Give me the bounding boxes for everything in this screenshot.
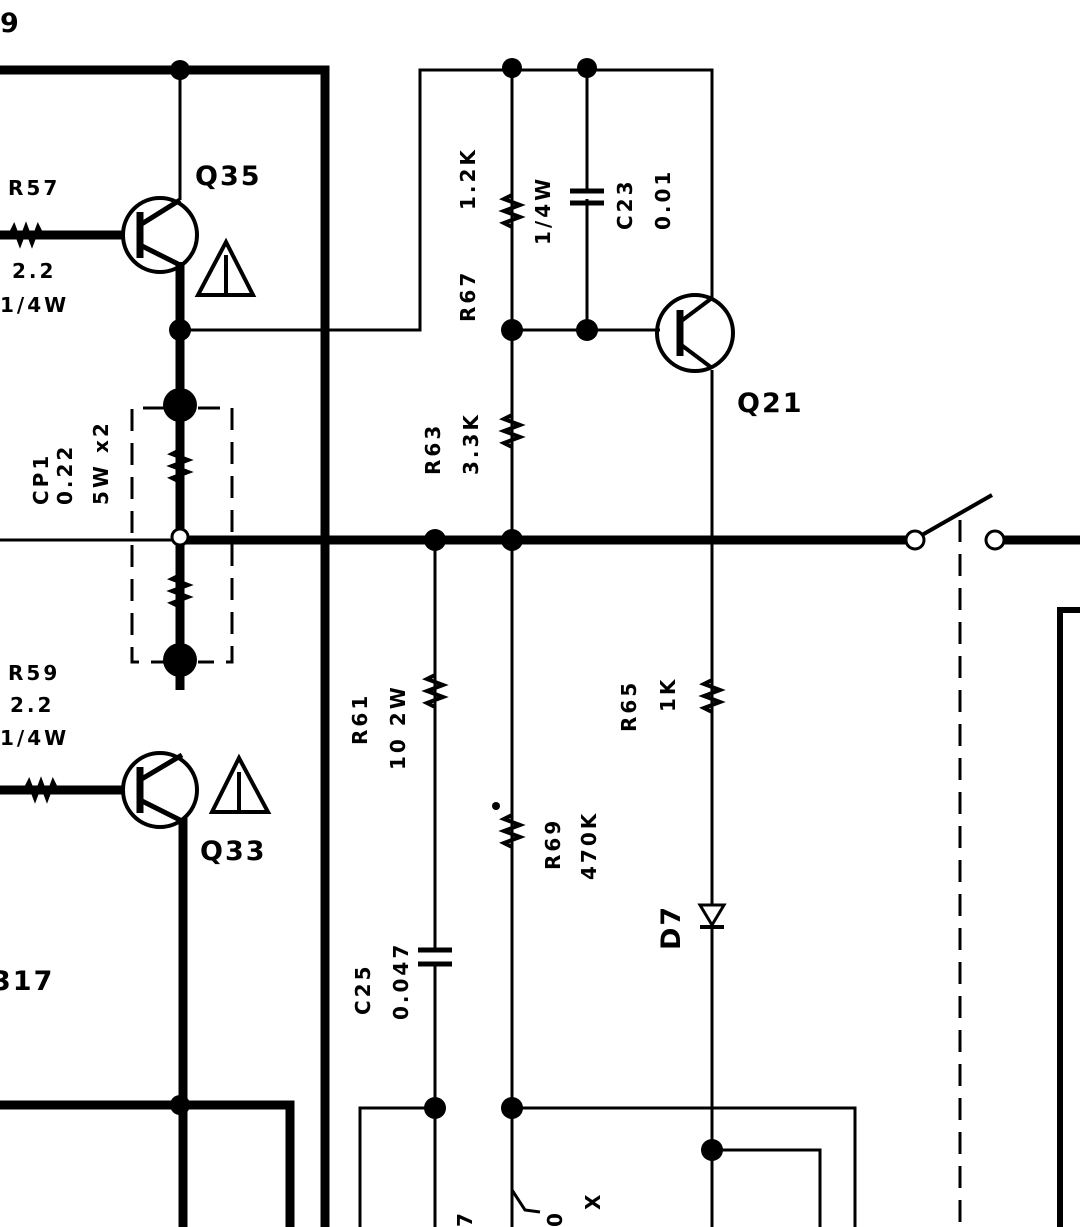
cp1-rating: 5W x2 [89,420,113,505]
r63-ref: R63 [421,423,445,475]
junction-dots [163,58,723,1161]
r67-rating: 1/4W [531,176,555,245]
r61-ref: R61 [348,693,372,745]
resistor-icons [8,193,726,849]
capacitor-c23-icon [570,188,604,206]
marker-dot [492,802,500,810]
resistor-cp1b-icon [166,573,194,609]
r57-rating: 1/4W [0,293,69,317]
c25-ref: C25 [351,963,375,1015]
r69-ref: R69 [541,818,565,870]
q33-ref: Q33 [200,836,267,867]
partial-label-x: X [581,1192,605,1210]
r67-ref: R67 [456,270,480,322]
sheet-marker: 9 [0,8,21,39]
r57-value: 2.2 [12,259,56,283]
partial-label-7: 7 [453,1210,477,1227]
caution-triangle-icon [208,753,272,814]
r61-value: 10 2W [386,684,410,770]
node-open [170,527,190,547]
r65-value: 1K [656,677,680,712]
resistor-r57-icon [8,221,44,249]
r59-value: 2.2 [10,693,54,717]
q35-ref: Q35 [195,161,262,192]
resistor-r69-icon [498,813,526,849]
transistor-q35-icon [121,196,199,274]
resistor-r67-icon [498,193,526,229]
diode-d7-icon [697,903,727,929]
capacitor-c25-icon [418,947,452,967]
caution-triangle-icon [194,237,257,297]
cp1-enclosure [130,406,234,664]
resistor-r65-icon [698,678,726,714]
switch-icon [904,493,1006,551]
r69-value: 470K [577,811,601,880]
r59-ref: R59 [8,661,60,685]
resistor-cp1a-icon [166,448,194,484]
r59-rating: 1/4W [0,726,69,750]
c23-value: 0.01 [651,169,675,230]
r67-value: 1.2K [456,147,480,210]
d7-ref: D7 [656,905,687,950]
transistor-q21-icon [655,293,735,373]
cp1-value: 0.22 [53,444,77,505]
resistor-r59-icon [23,776,59,804]
r57-ref: R57 [8,176,60,200]
cp1-ref: CP1 [29,453,53,505]
r65-ref: R65 [617,680,641,732]
c23-ref: C23 [613,178,637,230]
transistor-q33-icon [121,751,199,829]
c25-value: 0.047 [389,942,413,1020]
resistor-r63-icon [498,413,526,449]
partial-label-0: 0 [543,1210,567,1227]
r63-value: 3.3K [459,412,483,475]
resistor-r61-icon [421,673,449,709]
capacitor-icons [418,188,604,967]
partial-label-317: 317 [0,966,54,997]
q21-ref: Q21 [737,388,804,419]
